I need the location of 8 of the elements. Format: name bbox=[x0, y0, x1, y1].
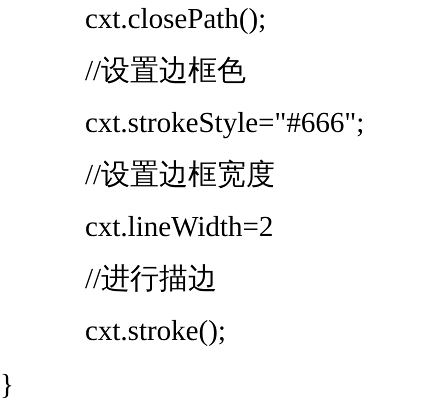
code-line: cxt.stroke(); bbox=[85, 314, 226, 348]
code-line: cxt.closePath(); bbox=[85, 2, 266, 36]
closing-brace: } bbox=[0, 368, 14, 402]
code-comment: //设置边框宽度 bbox=[85, 158, 276, 192]
code-comment: //设置边框色 bbox=[85, 54, 246, 88]
code-line: cxt.strokeStyle="#666"; bbox=[85, 106, 364, 140]
code-line: cxt.lineWidth=2 bbox=[85, 210, 274, 244]
code-comment: //进行描边 bbox=[85, 262, 218, 296]
